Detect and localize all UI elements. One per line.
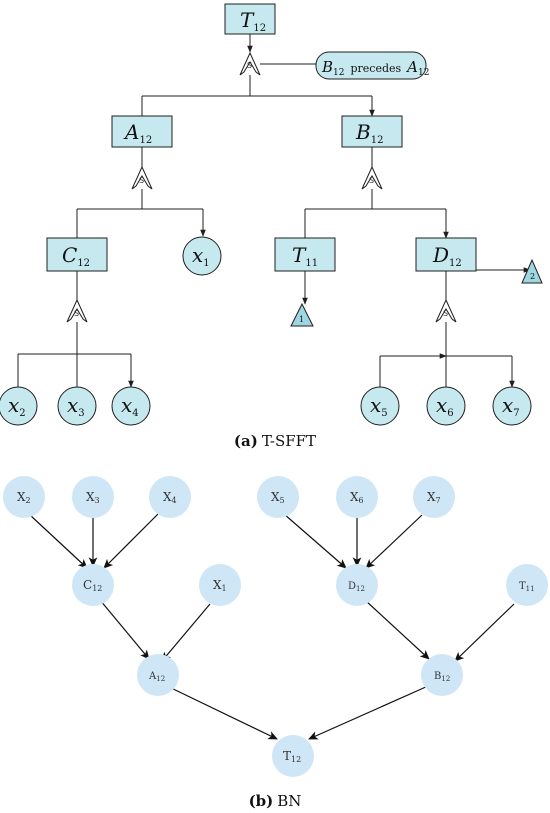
basic-event-x3: x3 xyxy=(57,386,97,426)
svg-text:x3: x3 xyxy=(67,393,85,419)
event-c12: C12 xyxy=(46,237,108,272)
transfer-triangle-1: 1 xyxy=(290,302,314,327)
svg-text:T11: T11 xyxy=(292,243,318,269)
svg-text:D12: D12 xyxy=(432,243,462,269)
bn-node-x3: X3 xyxy=(72,476,114,518)
basic-event-x1: x1 xyxy=(182,236,222,276)
event-b12: B12 xyxy=(341,115,403,148)
sequence-gate-d12: S xyxy=(435,298,457,323)
svg-text:x2: x2 xyxy=(8,393,26,419)
basic-event-x4: x4 xyxy=(111,386,151,426)
svg-text:X5: X5 xyxy=(271,490,285,505)
svg-text:x7: x7 xyxy=(502,393,520,419)
svg-text:C12: C12 xyxy=(83,578,102,593)
basic-event-x2: x2 xyxy=(0,386,38,426)
bn-diagram: X2 X3 X4 X5 X6 X7 C12 X1 xyxy=(3,476,548,810)
svg-text:B12: B12 xyxy=(355,120,383,146)
bn-node-a12: A12 xyxy=(137,654,179,696)
bn-node-x5: X5 xyxy=(257,476,299,518)
sequence-gate-c12: S xyxy=(66,298,88,323)
svg-text:T12: T12 xyxy=(240,8,266,34)
bn-node-c12: C12 xyxy=(72,564,114,606)
svg-text:S: S xyxy=(247,61,252,70)
svg-text:S: S xyxy=(74,309,79,318)
event-d12: D12 xyxy=(415,237,477,272)
bn-node-x7: X7 xyxy=(413,476,455,518)
svg-text:T11: T11 xyxy=(519,581,535,593)
svg-text:S: S xyxy=(139,176,144,185)
svg-text:D12: D12 xyxy=(348,581,365,593)
svg-text:C12: C12 xyxy=(62,243,90,269)
svg-text:X3: X3 xyxy=(86,490,100,505)
basic-event-x5: x5 xyxy=(360,386,400,426)
svg-text:x4: x4 xyxy=(121,393,139,419)
svg-text:B12: B12 xyxy=(434,671,450,683)
svg-text:2: 2 xyxy=(530,272,535,281)
svg-text:X7: X7 xyxy=(427,490,441,505)
basic-event-x7: x7 xyxy=(492,386,532,426)
sequence-gate-b12: S xyxy=(361,165,383,190)
bn-node-b12: B12 xyxy=(421,654,463,696)
svg-text:S: S xyxy=(369,176,374,185)
sequence-gate-a12: S xyxy=(131,165,153,190)
svg-text:X1: X1 xyxy=(213,578,227,593)
svg-text:x1: x1 xyxy=(192,243,210,269)
sequence-gate-top: S xyxy=(239,51,261,76)
svg-text:X4: X4 xyxy=(163,490,177,505)
event-t11: T11 xyxy=(274,237,336,272)
svg-text:X6: X6 xyxy=(350,490,364,505)
svg-text:T12: T12 xyxy=(283,749,301,764)
svg-text:x5: x5 xyxy=(370,393,388,419)
svg-text:A12: A12 xyxy=(148,671,165,683)
basic-event-x6: x6 xyxy=(426,386,466,426)
bn-node-t11: T11 xyxy=(506,564,548,606)
bn-node-t12: T12 xyxy=(272,735,314,777)
bn-node-x6: X6 xyxy=(336,476,378,518)
event-t12: T12 xyxy=(224,3,276,35)
transfer-triangle-2: 2 xyxy=(521,258,543,284)
svg-text:x6: x6 xyxy=(436,393,454,419)
bn-node-d12: D12 xyxy=(336,564,378,606)
caption-b: (b)BN xyxy=(249,792,302,810)
bn-node-x1: X1 xyxy=(199,564,241,606)
svg-text:X2: X2 xyxy=(17,490,31,505)
event-a12: A12 xyxy=(111,115,173,148)
caption-a: (a)T-SFFT xyxy=(234,432,316,450)
bn-node-x4: X4 xyxy=(149,476,191,518)
svg-text:1: 1 xyxy=(299,315,304,324)
svg-text:A12: A12 xyxy=(123,120,152,146)
bn-node-x2: X2 xyxy=(3,476,45,518)
svg-text:S: S xyxy=(443,309,448,318)
